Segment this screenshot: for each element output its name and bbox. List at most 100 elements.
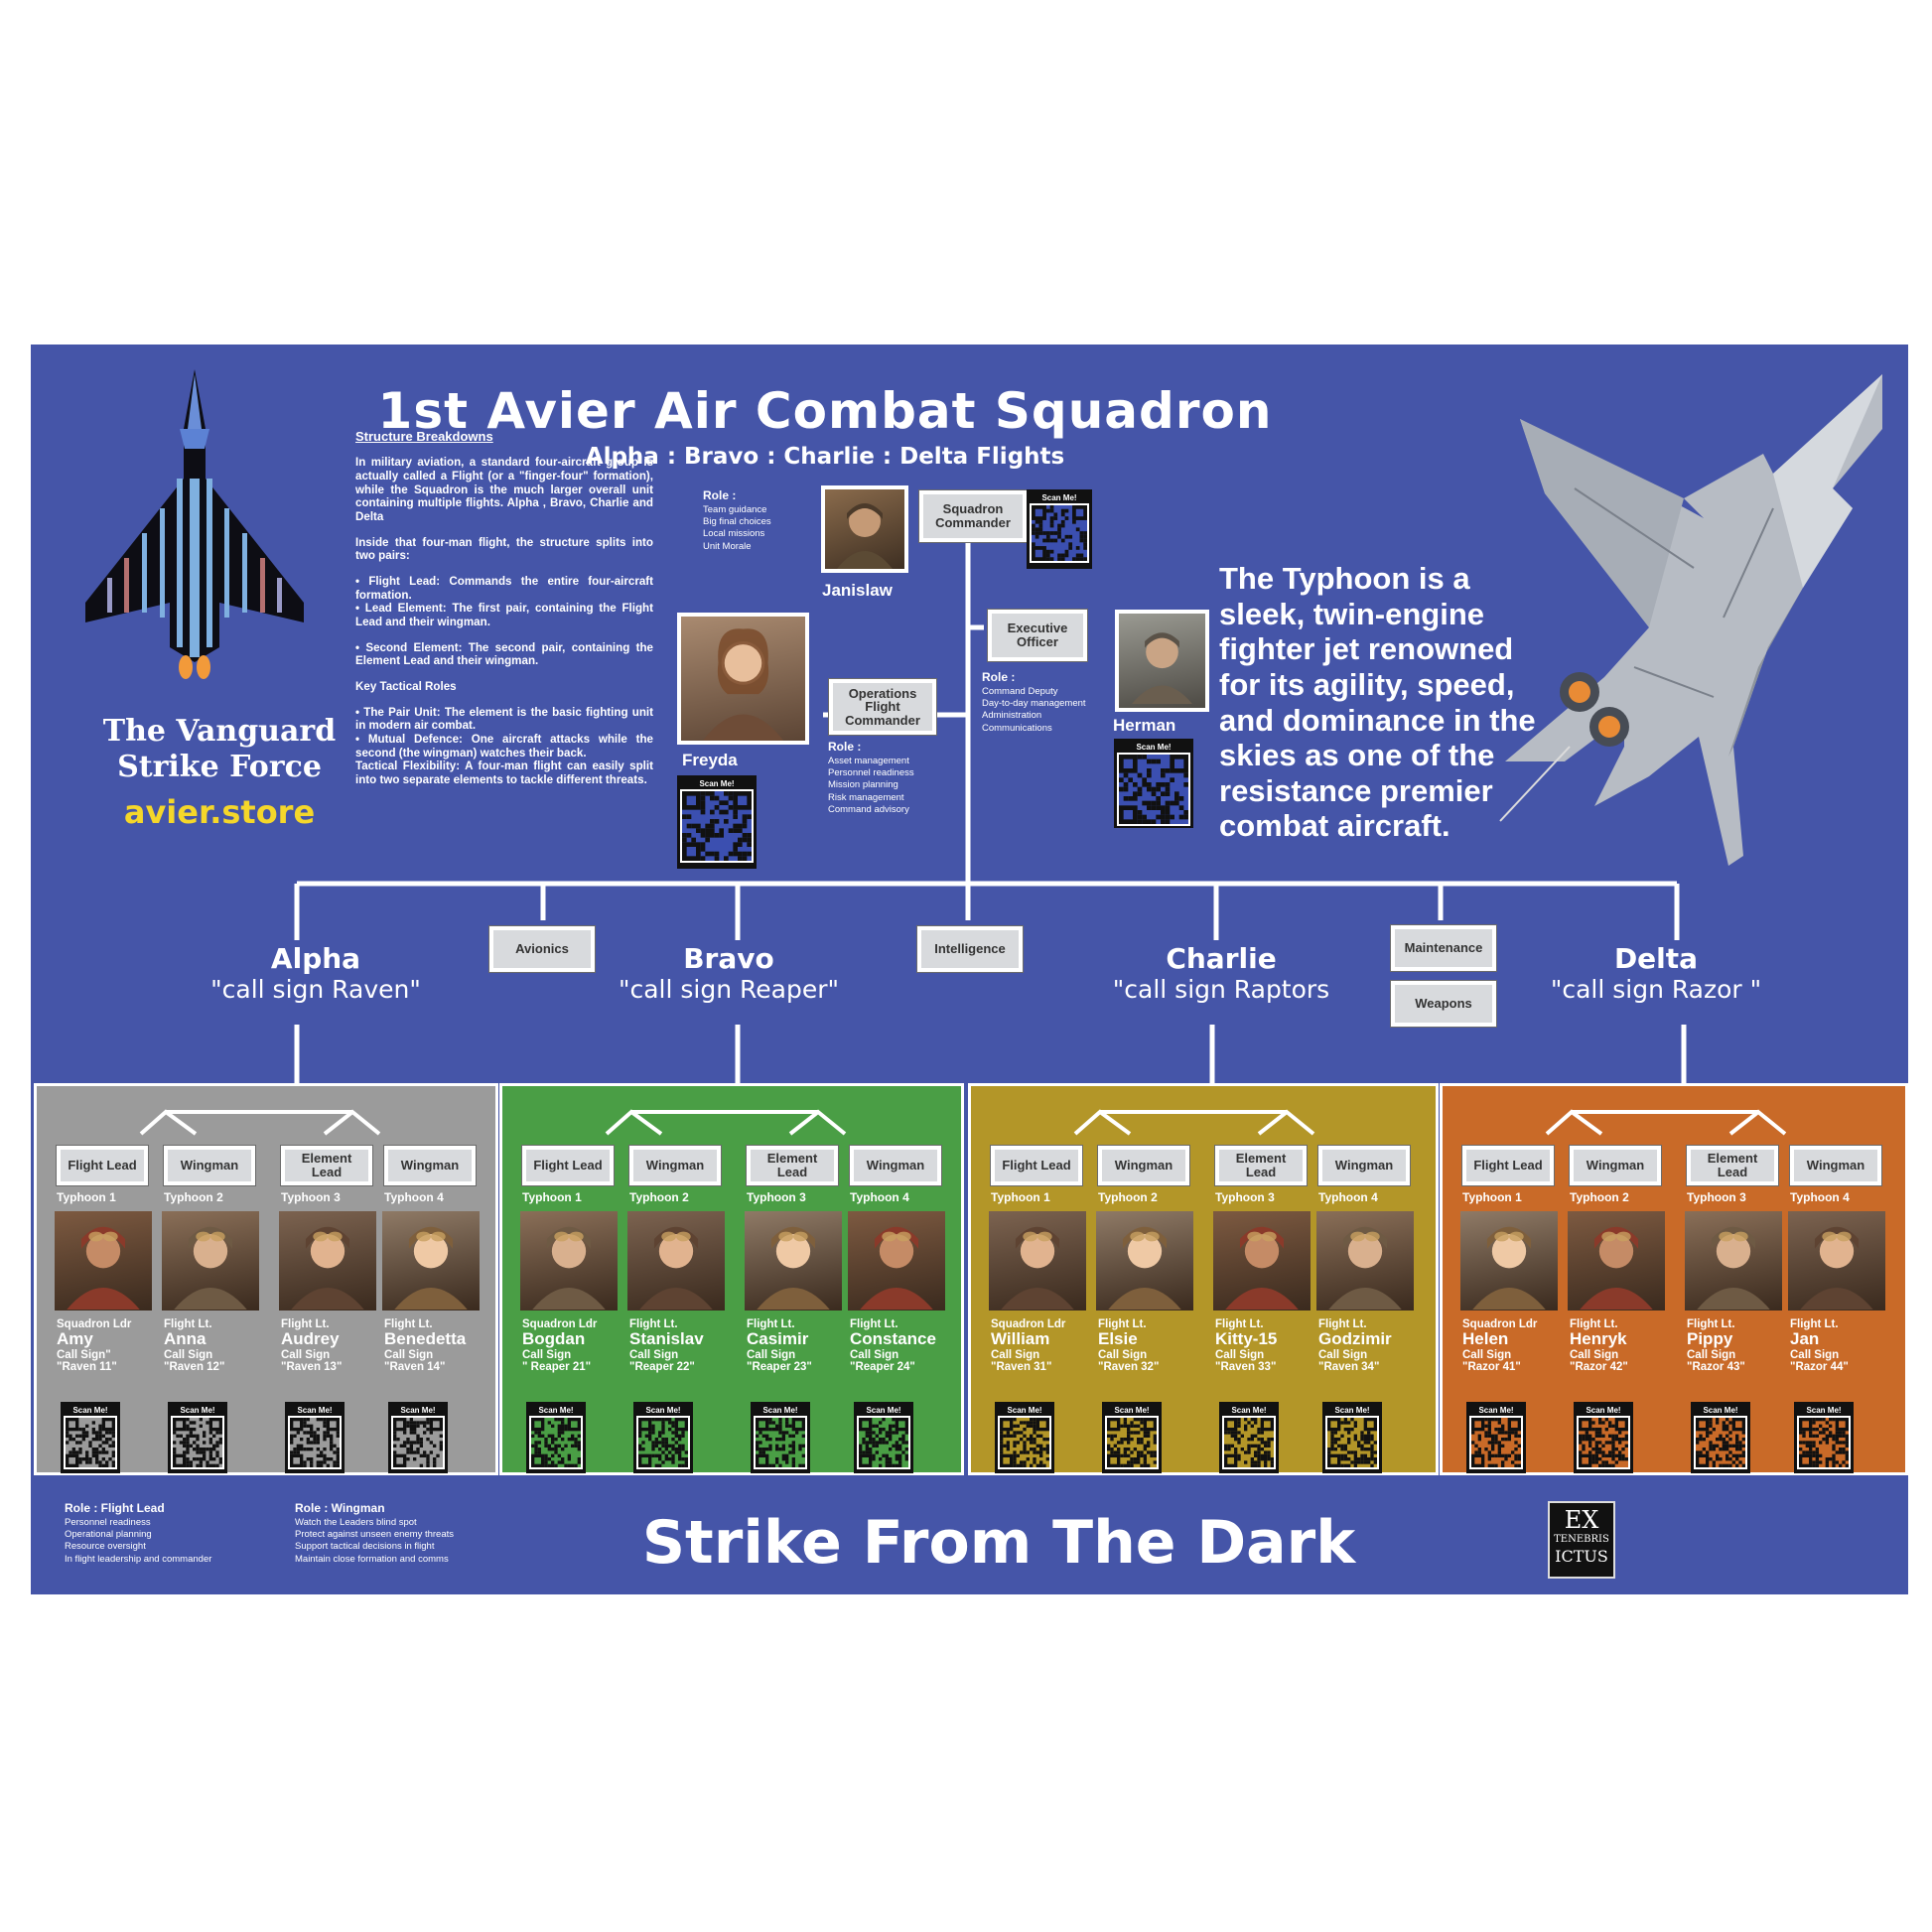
pilot-qr-code[interactable]: Scan Me! (751, 1402, 810, 1473)
commander-role-item: Team guidance (703, 503, 767, 515)
exec-officer-qr-code[interactable]: Scan Me! (1114, 739, 1193, 828)
pilot-name: William (991, 1329, 1050, 1349)
flight-lead-role-item: Operational planning (65, 1528, 152, 1540)
qr-grid (636, 1416, 690, 1469)
pilot-portrait (382, 1211, 480, 1311)
ops-commander-role: Role : Asset management Personnel readin… (828, 740, 947, 816)
aircraft-label: Typhoon 1 (57, 1190, 116, 1204)
pilot-name: Anna (164, 1329, 207, 1349)
pilot-portrait (55, 1211, 152, 1311)
pilot-qr-code[interactable]: Scan Me! (526, 1402, 586, 1473)
pilot-callsign-label: Call Sign (164, 1348, 213, 1361)
pilot-name: Benedetta (384, 1329, 467, 1349)
flight-bravo-title: Bravo "call sign Reaper" (565, 942, 893, 1004)
qr-label: Scan Me! (1586, 1406, 1621, 1415)
pilot-name: Audrey (281, 1329, 340, 1349)
exec-officer-portrait (1115, 610, 1209, 712)
pilot-callsign: "Raven 33" (1215, 1361, 1277, 1374)
qr-pattern-icon (638, 1418, 688, 1467)
pilot-portrait (1685, 1211, 1782, 1311)
weapons-box: Weapons (1391, 981, 1496, 1027)
commander-role: Role : Team guidance Big final choices L… (703, 488, 812, 553)
pilot-qr-code[interactable]: Scan Me! (1691, 1402, 1750, 1473)
qr-pattern-icon (756, 1418, 805, 1467)
pilot-callsign: "Razor 43" (1687, 1361, 1745, 1374)
pilot-callsign: "Raven 34" (1318, 1361, 1380, 1374)
pilot-qr-code[interactable]: Scan Me! (168, 1402, 227, 1473)
brand-url[interactable]: avier.store (123, 793, 316, 831)
commander-role-item: Local missions (703, 528, 765, 540)
pilot-qr-code[interactable]: Scan Me! (1466, 1402, 1526, 1473)
aircraft-label: Typhoon 2 (1098, 1190, 1158, 1204)
wingman-2-slot-box: Wingman (1318, 1146, 1410, 1185)
pilot-qr-code[interactable]: Scan Me! (995, 1402, 1054, 1473)
qr-label: Scan Me! (1114, 1406, 1150, 1415)
qr-label: Scan Me! (866, 1406, 901, 1415)
qr-pattern-icon (682, 791, 752, 861)
pilot-qr-code[interactable]: Scan Me! (854, 1402, 913, 1473)
commander-qr-code[interactable]: Scan Me! (1027, 489, 1092, 569)
pilot-qr-code[interactable]: Scan Me! (1219, 1402, 1279, 1473)
pilot-portrait (627, 1211, 725, 1311)
pilot-rank: Squadron Ldr (57, 1318, 132, 1330)
qr-pattern-icon (1579, 1418, 1628, 1467)
pilot-callsign-label: Call Sign (1687, 1348, 1736, 1361)
pilot-qr-code[interactable]: Scan Me! (1322, 1402, 1382, 1473)
flight-lead-slot-box: Flight Lead (991, 1146, 1082, 1185)
pilot-rank: Flight Lt. (629, 1318, 678, 1330)
pilot-qr-code[interactable]: Scan Me! (1794, 1402, 1854, 1473)
pilot-callsign: "Reaper 24" (850, 1361, 915, 1374)
pilot-callsign-label: Call Sign (747, 1348, 796, 1361)
motto: Strike From The Dark (641, 1508, 1356, 1578)
wingman-2-slot-box: Wingman (850, 1146, 941, 1185)
pilot-qr-code[interactable]: Scan Me! (1102, 1402, 1162, 1473)
pilot-callsign-label: Call Sign" (57, 1348, 111, 1361)
flight-lead-slot-box: Flight Lead (1462, 1146, 1554, 1185)
ops-commander-qr-code[interactable]: Scan Me! (677, 775, 757, 869)
pilot-qr-code[interactable]: Scan Me! (285, 1402, 345, 1473)
pilot-qr-code[interactable]: Scan Me! (1574, 1402, 1633, 1473)
qr-label: Scan Me! (762, 1406, 798, 1415)
pilot-rank: Squadron Ldr (991, 1318, 1066, 1330)
pilot-callsign: "Reaper 22" (629, 1361, 695, 1374)
qr-grid (64, 1416, 117, 1469)
pilot-portrait (989, 1211, 1086, 1311)
avionics-box: Avionics (489, 926, 595, 972)
pilot-name: Constance (850, 1329, 936, 1349)
structure-bullet-3: • Second Element: The second pair, conta… (355, 640, 653, 668)
flight-name: Delta (1613, 942, 1699, 975)
flight-callsign: "call sign Reaper" (618, 975, 839, 1004)
pilot-callsign: "Raven 11" (57, 1361, 117, 1374)
pilot-callsign-label: Call Sign (1215, 1348, 1265, 1361)
pilot-qr-code[interactable]: Scan Me! (61, 1402, 120, 1473)
ops-role-item: Risk management (828, 791, 904, 803)
qr-grid (680, 789, 754, 863)
exec-role-heading: Role : (982, 670, 1016, 684)
qr-pattern-icon (1032, 505, 1087, 561)
qr-grid (1577, 1416, 1630, 1469)
flight-name: Bravo (683, 942, 774, 975)
pilot-portrait (1568, 1211, 1665, 1311)
pilot-rank: Flight Lt. (281, 1318, 330, 1330)
flight-lead-role-item: In flight leadership and commander (65, 1553, 212, 1565)
qr-pattern-icon (290, 1418, 340, 1467)
pilot-qr-code[interactable]: Scan Me! (388, 1402, 448, 1473)
qr-pattern-icon (1327, 1418, 1377, 1467)
wingman-role-item: Protect against unseen enemy threats (295, 1528, 455, 1540)
commander-role-heading: Role : (703, 488, 737, 502)
commander-role-item: Unit Morale (703, 540, 752, 552)
qr-pattern-icon (173, 1418, 222, 1467)
qr-grid (1797, 1416, 1851, 1469)
pilot-rank: Flight Lt. (1098, 1318, 1147, 1330)
pilot-rank: Flight Lt. (1318, 1318, 1367, 1330)
pilot-qr-code[interactable]: Scan Me! (633, 1402, 693, 1473)
qr-grid (1030, 503, 1089, 563)
pilot-callsign: "Reaper 23" (747, 1361, 812, 1374)
page-title: 1st Avier Air Combat Squadron (377, 382, 1273, 440)
qr-label: Scan Me! (699, 779, 735, 788)
structure-bullet-4: • The Pair Unit: The element is the basi… (355, 705, 653, 733)
pilot-name: Helen (1462, 1329, 1509, 1349)
